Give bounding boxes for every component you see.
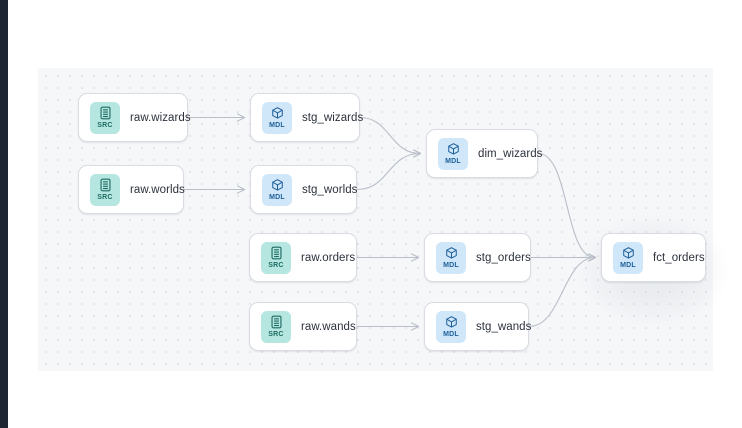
- node-label: raw.orders: [301, 251, 356, 264]
- model-badge: MDL: [438, 137, 468, 170]
- database-icon: [270, 246, 282, 259]
- badge-label: MDL: [443, 261, 459, 269]
- left-nav-rail[interactable]: [0, 0, 8, 428]
- node-label: stg_orders: [476, 251, 531, 264]
- cube-icon: [622, 246, 634, 259]
- model-badge: MDL: [436, 310, 466, 343]
- cube-icon: [447, 142, 459, 155]
- node-stg-orders[interactable]: MDL stg_orders: [424, 233, 531, 282]
- edge-stg-wizards-to-dim-wizards: [359, 116, 420, 154]
- edge-dim-wizards-to-fct-orders: [537, 152, 595, 258]
- node-raw-wands[interactable]: SRC raw.wands: [249, 302, 357, 351]
- database-icon: [99, 106, 111, 119]
- database-icon: [270, 315, 282, 328]
- source-badge: SRC: [261, 241, 291, 274]
- node-label: fct_orders: [653, 251, 705, 264]
- node-label: raw.wands: [301, 320, 356, 333]
- node-fct-orders[interactable]: MDL fct_orders: [601, 233, 706, 282]
- node-stg-worlds[interactable]: MDL stg_worlds: [250, 165, 357, 214]
- badge-label: MDL: [269, 121, 285, 129]
- model-badge: MDL: [436, 241, 466, 274]
- source-badge: SRC: [261, 310, 291, 343]
- node-stg-wands[interactable]: MDL stg_wands: [424, 302, 532, 351]
- model-badge: MDL: [262, 101, 292, 134]
- badge-label: MDL: [445, 157, 461, 165]
- source-badge: SRC: [90, 173, 120, 206]
- node-raw-orders[interactable]: SRC raw.orders: [249, 233, 357, 282]
- node-raw-wizards[interactable]: SRC raw.wizards: [78, 93, 191, 142]
- model-badge: MDL: [262, 173, 292, 206]
- badge-label: MDL: [269, 193, 285, 201]
- badge-label: SRC: [97, 121, 113, 129]
- badge-label: SRC: [268, 261, 284, 269]
- node-label: stg_wands: [476, 320, 532, 333]
- node-dim-wizards[interactable]: MDL dim_wizards: [426, 129, 542, 178]
- source-badge: SRC: [90, 101, 120, 134]
- node-label: dim_wizards: [478, 147, 543, 160]
- edge-stg-worlds-to-dim-wizards: [356, 154, 420, 191]
- model-badge: MDL: [613, 241, 643, 274]
- cube-icon: [445, 315, 457, 328]
- badge-label: SRC: [268, 330, 284, 338]
- lineage-canvas[interactable]: SRC raw.wizards SRC raw.worlds: [38, 68, 728, 371]
- node-label: stg_wizards: [302, 111, 364, 124]
- node-label: raw.worlds: [130, 183, 185, 196]
- node-label: raw.wizards: [130, 111, 191, 124]
- node-stg-wizards[interactable]: MDL stg_wizards: [250, 93, 364, 142]
- node-label: stg_worlds: [302, 183, 358, 196]
- database-icon: [99, 178, 111, 191]
- badge-label: MDL: [443, 330, 459, 338]
- cube-icon: [445, 246, 457, 259]
- cube-icon: [271, 106, 283, 119]
- badge-label: SRC: [97, 193, 113, 201]
- cube-icon: [271, 178, 283, 191]
- badge-label: MDL: [620, 261, 636, 269]
- node-raw-worlds[interactable]: SRC raw.worlds: [78, 165, 185, 214]
